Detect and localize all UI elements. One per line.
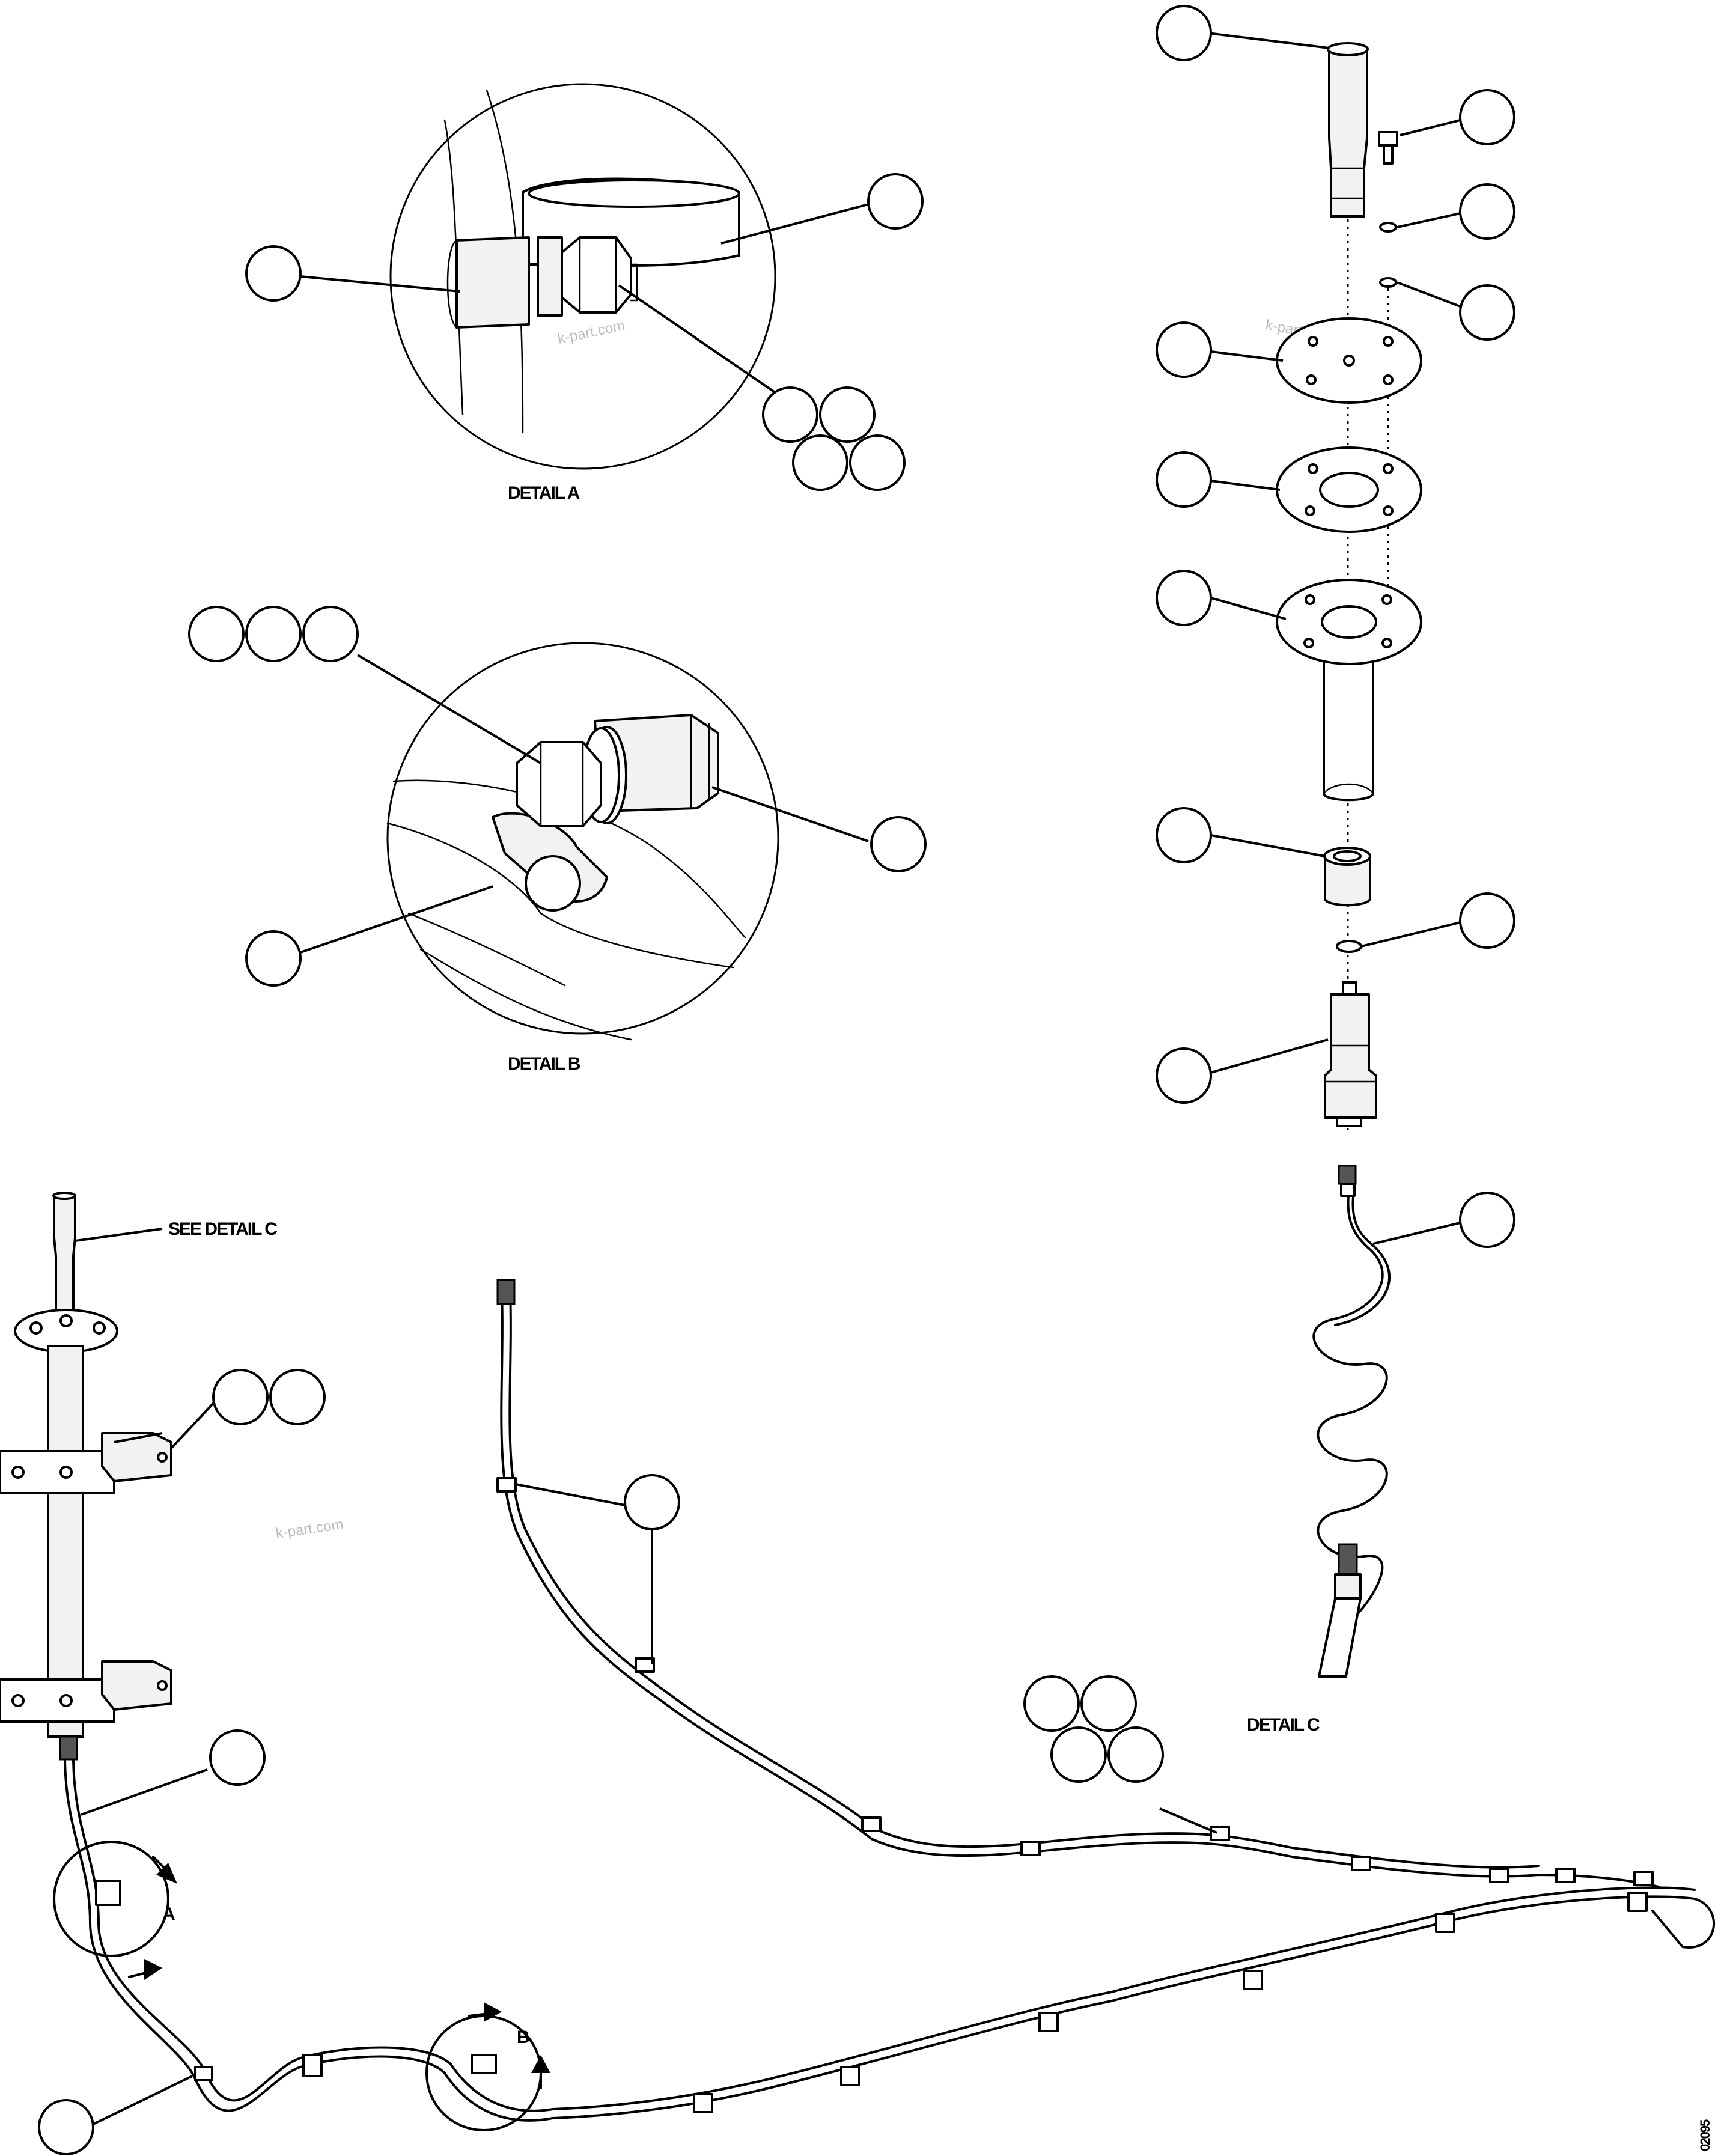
view-b-marker: B bbox=[425, 2002, 550, 2131]
detail-c-mount-connector bbox=[1324, 981, 1377, 1127]
secondary-cable bbox=[500, 1291, 1660, 1888]
detail-a-title: DETAIL A bbox=[508, 483, 580, 503]
callout-bubble bbox=[1156, 321, 1212, 378]
callout-bubble bbox=[1080, 1675, 1137, 1732]
view-b-label: B bbox=[517, 2027, 529, 2047]
callout-bubble bbox=[245, 245, 302, 302]
detail-c-lock-washer bbox=[1379, 222, 1397, 233]
detail-b: DETAIL B bbox=[386, 642, 779, 1074]
detail-c-screw bbox=[1378, 131, 1398, 147]
cable-end-connector bbox=[496, 1279, 516, 1305]
detail-c-antenna-whip bbox=[1328, 47, 1368, 218]
callout-bubble bbox=[245, 606, 302, 662]
callout-bubble bbox=[1156, 451, 1212, 508]
mast-bracket-lower bbox=[0, 1660, 172, 1723]
callout-bubble bbox=[1023, 1675, 1080, 1732]
callout-bubble bbox=[245, 930, 302, 987]
callout-bubble bbox=[624, 1474, 680, 1530]
callout-bubble bbox=[1156, 570, 1212, 626]
detail-b-view-circle bbox=[386, 642, 779, 1035]
callout-bubble bbox=[1050, 1726, 1107, 1783]
detail-a-clamp-strap bbox=[455, 236, 530, 329]
detail-a: k-part.com DETAIL A bbox=[389, 83, 776, 503]
antenna-mast-assembly: k-part.com SEE DETAIL C bbox=[0, 1192, 344, 1761]
cable-harness bbox=[64, 1279, 1716, 2122]
detail-c-title: DETAIL C bbox=[1247, 1715, 1320, 1735]
view-a-label: A bbox=[162, 1904, 175, 1924]
detail-c-flat-washer bbox=[1379, 277, 1397, 288]
detail-c: k-part.com bbox=[1247, 42, 1422, 1735]
detail-c-mounting-plate bbox=[1276, 317, 1422, 404]
callout-bubble bbox=[1459, 89, 1515, 145]
main-cable bbox=[64, 1759, 1716, 2122]
callout-bubble bbox=[188, 606, 245, 662]
watermark: k-part.com bbox=[275, 1516, 344, 1542]
callout-bubble bbox=[302, 606, 359, 662]
callout-bubble bbox=[38, 2099, 94, 2155]
detail-a-bolt-head bbox=[561, 236, 632, 314]
callout-bubble bbox=[870, 816, 927, 872]
callout-bubble bbox=[867, 173, 924, 230]
see-detail-c-label: SEE DETAIL C bbox=[168, 1219, 277, 1239]
callout-bubble bbox=[1156, 5, 1212, 61]
callouts bbox=[38, 5, 1515, 2155]
callout-bubble bbox=[269, 1369, 326, 1425]
detail-b-cable bbox=[386, 779, 746, 969]
callout-bubble bbox=[1459, 284, 1515, 341]
detail-b-title: DETAIL B bbox=[508, 1054, 580, 1074]
callout-bubble bbox=[849, 434, 906, 491]
callout-bubble bbox=[1459, 183, 1515, 240]
cable-clips bbox=[194, 1477, 1654, 2113]
detail-c-coiled-cable bbox=[1312, 1165, 1391, 1678]
detail-c-o-ring bbox=[1336, 940, 1362, 953]
view-a-marker: A bbox=[53, 1841, 177, 1980]
callout-bubble bbox=[212, 1369, 269, 1425]
callout-bubble bbox=[209, 1729, 266, 1786]
callout-bubble bbox=[819, 386, 876, 443]
detail-c-antenna-base bbox=[1276, 579, 1422, 802]
detail-c-bushing bbox=[1323, 847, 1371, 907]
callout-bubble bbox=[1459, 1192, 1515, 1248]
callout-bubble bbox=[1459, 892, 1515, 949]
callout-bubble bbox=[792, 434, 848, 491]
drawing-number: 02095 bbox=[1698, 2119, 1713, 2151]
detail-c-gasket bbox=[1276, 446, 1422, 533]
mast-tube bbox=[47, 1345, 84, 1738]
detail-b-bolt-head bbox=[516, 741, 602, 827]
mast-bracket-upper bbox=[0, 1432, 172, 1494]
callout-bubble bbox=[762, 386, 818, 443]
callout-bubble bbox=[1107, 1726, 1164, 1783]
callout-bubble bbox=[1156, 807, 1212, 863]
callout-bubble bbox=[1156, 1047, 1212, 1104]
mast-antenna-whip bbox=[53, 1195, 76, 1311]
